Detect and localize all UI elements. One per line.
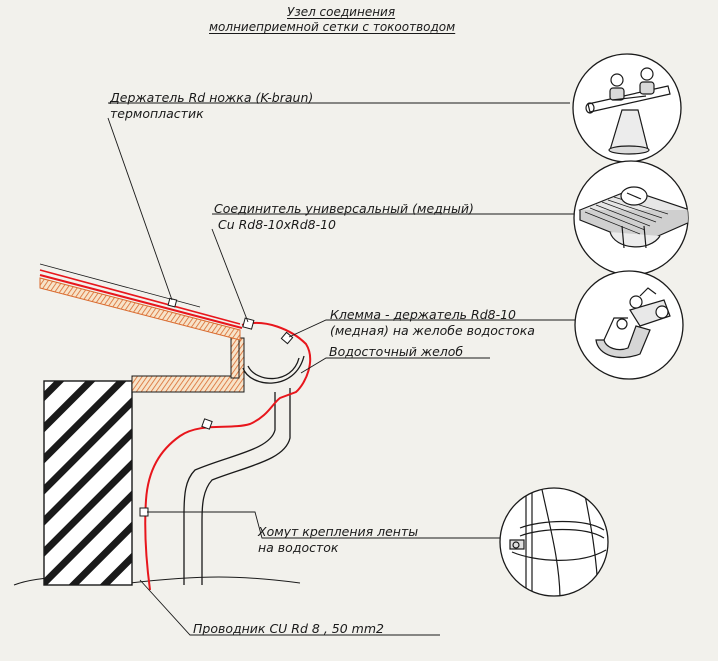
leader-conductor — [139, 579, 440, 636]
leader-connector — [211, 228, 249, 323]
leader-holder — [107, 117, 173, 301]
clamp-fitting — [280, 331, 294, 345]
label-conductor: Проводник CU Rd 8 , 50 mm2 — [193, 621, 384, 636]
gutter — [242, 355, 305, 384]
detail-clamp — [574, 270, 684, 380]
leader-strap — [147, 511, 500, 539]
leader-clamp — [288, 319, 580, 338]
leader-lines — [107, 102, 580, 636]
conductor-wire — [39, 274, 312, 591]
label-clamp: Клемма - держатель Rd8-10 — [330, 307, 517, 322]
label-strap: Хомут крепления ленты — [258, 524, 419, 539]
label-connector: Соединитель универсальный (медный) — [214, 201, 474, 216]
label-connector-sub: Cu Rd8-10xRd8-10 — [218, 217, 336, 232]
label-strap-sub: на водосток — [258, 540, 339, 555]
title-line-1: Узел соединения — [287, 5, 396, 19]
detail-strap — [499, 487, 609, 597]
strap-fitting-upper — [201, 418, 213, 430]
strap-fitting-lower — [139, 507, 149, 517]
fitting-markers — [139, 297, 294, 517]
detail-connector — [573, 160, 689, 276]
label-holder-sub: термопластик — [110, 106, 204, 121]
holder-fitting — [167, 297, 178, 308]
leader-gutter — [300, 357, 490, 374]
label-gutter: Водосточный желоб — [329, 344, 464, 359]
label-clamp-sub: (медная) на желобе водостока — [330, 323, 535, 338]
downpipe — [183, 388, 291, 585]
detail-holder — [572, 53, 682, 163]
connector-fitting — [242, 317, 255, 330]
brick-wall — [43, 380, 133, 586]
title-line-2: молниеприемной сетки с токоотводом — [209, 20, 456, 34]
label-holder: Держатель Rd ножка (K-braun) — [110, 90, 314, 105]
